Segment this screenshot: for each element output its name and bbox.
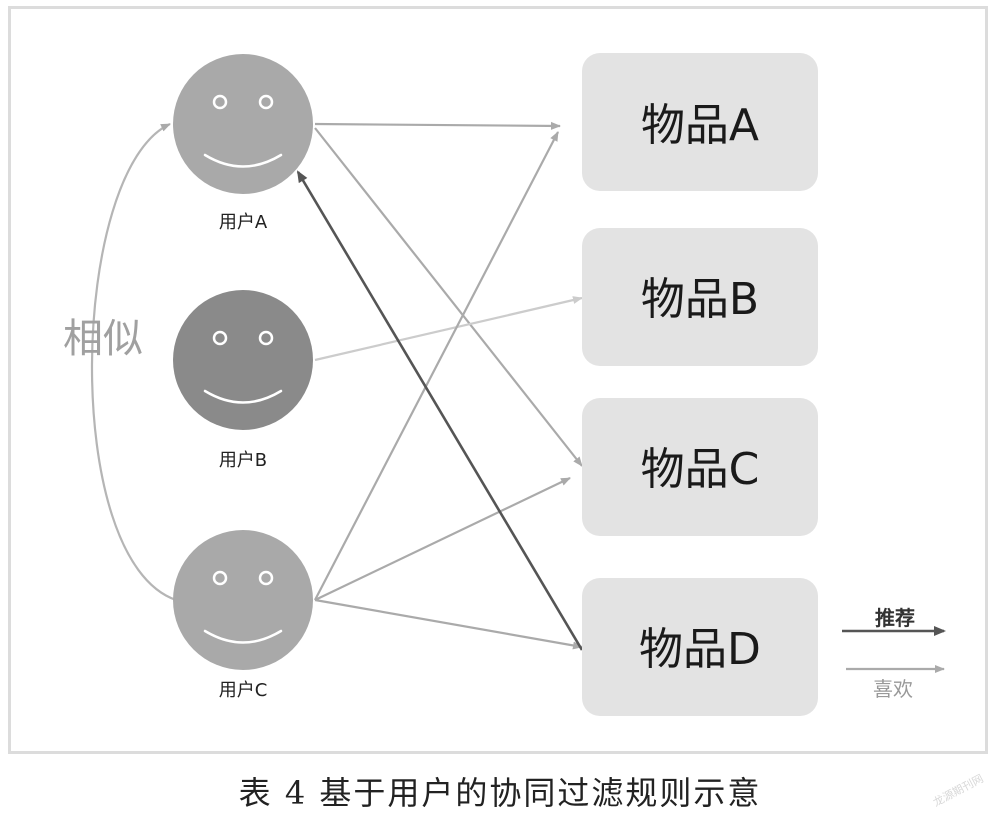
user-a-label: 用户A	[219, 212, 268, 233]
item-d-box	[582, 578, 818, 716]
edge-user-a-item-c	[314, 127, 583, 467]
user-a-smile	[203, 153, 283, 168]
edge-user-c-item-d	[314, 598, 583, 650]
edge-recommend-item-d-user-a	[296, 170, 584, 651]
similarity-arc	[90, 123, 177, 602]
collaborative-filtering-diagram: 用户A 用户B 用户C 物品A 物品B 物品C 物品D 相似 推荐	[63, 53, 946, 716]
user-b-label: 用户B	[219, 450, 267, 471]
user-c-face	[173, 530, 313, 670]
user-c-left-eye	[212, 570, 228, 586]
item-a-box	[582, 53, 818, 191]
edge-user-c-item-a	[314, 131, 559, 601]
item-c-label: 物品C	[641, 444, 760, 495]
legend-like-label: 喜欢	[873, 677, 913, 701]
item-a-label: 物品A	[641, 100, 759, 151]
user-a-right-eye	[258, 94, 274, 110]
item-d-label: 物品D	[639, 624, 761, 675]
user-c-smile	[203, 629, 283, 644]
user-b-right-eye	[258, 330, 274, 346]
user-c-label: 用户C	[219, 680, 268, 701]
user-c-right-eye	[258, 570, 274, 586]
edge-user-b-item-b	[314, 296, 583, 362]
item-a-node: 物品A	[582, 53, 818, 191]
user-b-face	[173, 290, 313, 430]
item-b-box	[582, 228, 818, 366]
legend-recommend-label: 推荐	[875, 606, 915, 630]
user-a-face	[173, 54, 313, 194]
user-a-node: 用户A	[173, 54, 313, 233]
edge-user-c-item-c	[314, 477, 571, 601]
figure-caption: 表 4 基于用户的协同过滤规则示意	[238, 774, 762, 812]
similarity-label: 相似	[63, 316, 143, 362]
item-c-box	[582, 398, 818, 536]
diagram-frame	[8, 6, 988, 754]
item-d-node: 物品D	[582, 578, 818, 716]
user-b-smile	[203, 389, 283, 404]
item-c-node: 物品C	[582, 398, 818, 536]
user-b-left-eye	[212, 330, 228, 346]
legend: 推荐 喜欢	[842, 606, 946, 701]
user-b-node: 用户B	[173, 290, 313, 471]
item-b-label: 物品B	[641, 274, 759, 325]
item-b-node: 物品B	[582, 228, 818, 366]
edge-user-a-item-a	[314, 121, 561, 130]
user-a-left-eye	[212, 94, 228, 110]
user-c-node: 用户C	[173, 530, 313, 701]
